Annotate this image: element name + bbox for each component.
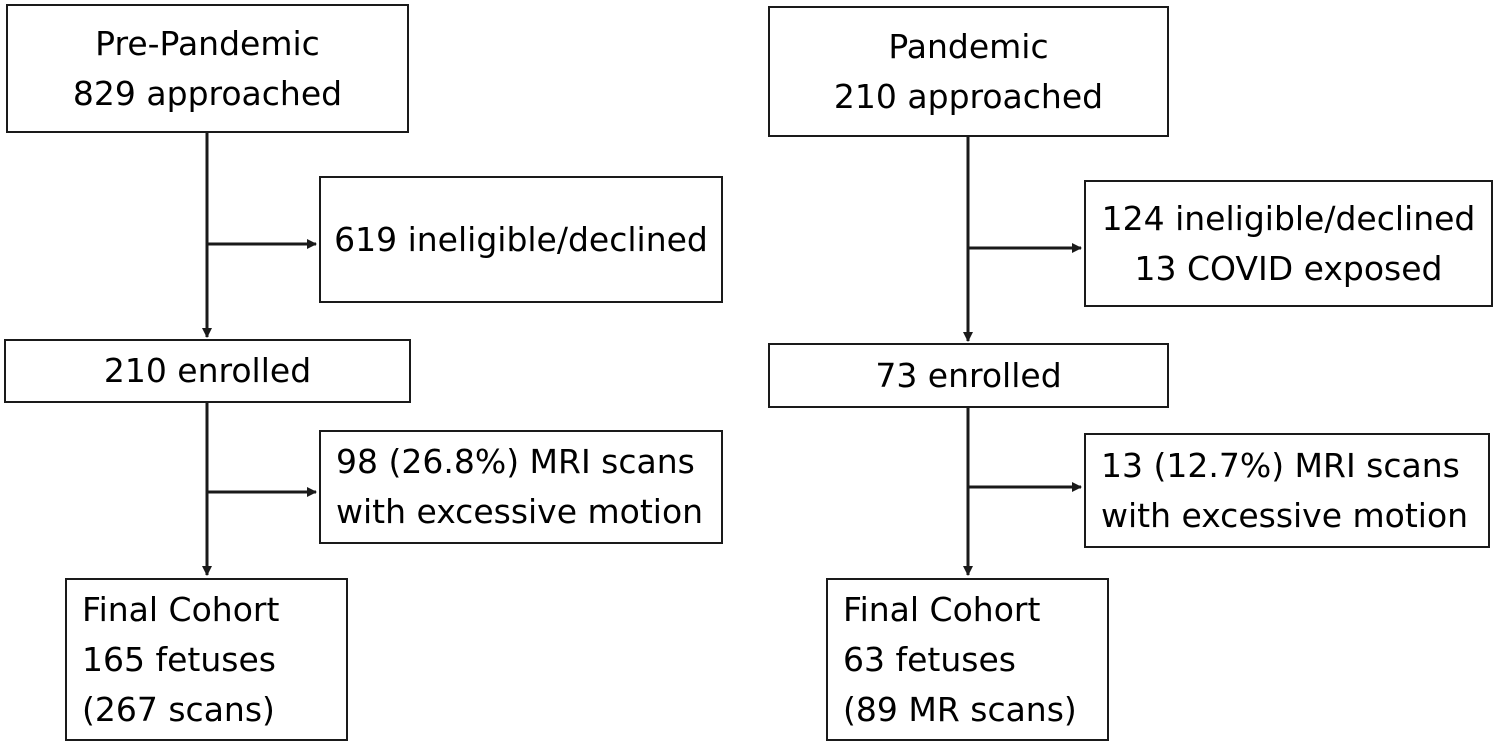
box-line: 13 COVID exposed xyxy=(1134,248,1443,288)
box-line: Pandemic xyxy=(888,26,1049,66)
pandemic-enrolled-box: 73 enrolled xyxy=(768,343,1169,408)
pandemic-excluded-box: 124 ineligible/declined 13 COVID exposed xyxy=(1084,180,1493,307)
box-line: (89 MR scans) xyxy=(843,689,1077,729)
box-line: 13 (12.7%) MRI scans xyxy=(1101,445,1460,485)
box-line: Pre-Pandemic xyxy=(95,23,320,63)
box-line: (267 scans) xyxy=(82,689,275,729)
box-line: with excessive motion xyxy=(336,492,704,531)
pre-pandemic-final-box: Final Cohort 165 fetuses (267 scans) xyxy=(65,578,348,741)
pandemic-start-box: Pandemic 210 approached xyxy=(768,6,1169,137)
box-line: 98 (26.8%) MRI scans xyxy=(336,442,695,481)
box-line: 165 fetuses xyxy=(82,639,276,679)
box-line: 619 ineligible/declined xyxy=(334,219,708,259)
box-line: 210 enrolled xyxy=(103,351,312,390)
pre-pandemic-excluded-box: 619 ineligible/declined xyxy=(319,176,723,303)
box-line: with excessive motion xyxy=(1101,495,1469,535)
box-line: 124 ineligible/declined xyxy=(1101,198,1476,238)
pandemic-motion-box: 13 (12.7%) MRI scans with excessive moti… xyxy=(1084,433,1490,548)
pre-pandemic-motion-box: 98 (26.8%) MRI scans with excessive moti… xyxy=(319,430,723,544)
pre-pandemic-start-box: Pre-Pandemic 829 approached xyxy=(6,4,409,133)
box-line: 63 fetuses xyxy=(843,639,1016,679)
box-line: 73 enrolled xyxy=(875,355,1062,395)
box-line: Final Cohort xyxy=(843,589,1041,629)
pre-pandemic-enrolled-box: 210 enrolled xyxy=(4,339,411,403)
box-line: 829 approached xyxy=(72,73,343,113)
box-line: Final Cohort xyxy=(82,589,280,629)
box-line: 210 approached xyxy=(833,76,1104,116)
pandemic-final-box: Final Cohort 63 fetuses (89 MR scans) xyxy=(826,578,1109,741)
